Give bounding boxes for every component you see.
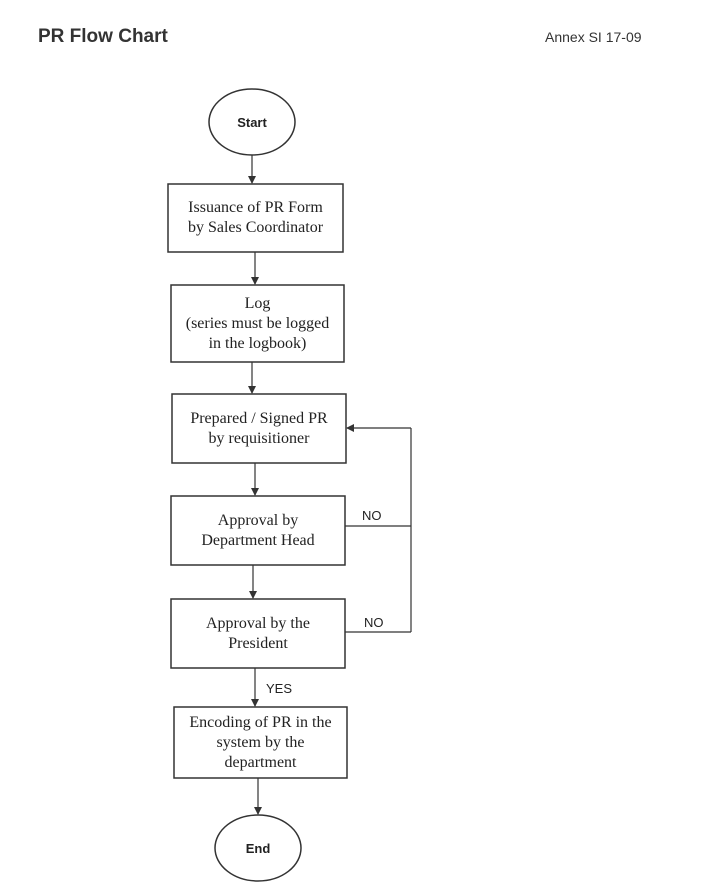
edge-label-president-no: NO (364, 615, 384, 630)
step-dept-head-box (170, 495, 346, 566)
end-node: End (215, 815, 301, 881)
step-prepared-label: Prepared / Signed PR by requisitioner (190, 409, 328, 447)
step-prepared: Prepared / Signed PR by requisitioner (172, 394, 346, 463)
step-issuance: Issuance of PR Form by Sales Coordinator (168, 184, 343, 252)
step-president-label: Approval by the President (206, 614, 310, 652)
page-title: PR Flow Chart (38, 26, 168, 47)
step-encoding-label: Encoding of PR in the system by the depa… (189, 713, 332, 771)
step-encoding: Encoding of PR in the system by the depa… (174, 707, 347, 778)
step-dept-head: Approval by Department Head (171, 496, 345, 565)
step-log: Log (series must be logged in the logboo… (171, 285, 344, 362)
edge-label-dept-head-no: NO (362, 508, 382, 523)
step-president: Approval by the President (171, 599, 345, 668)
annex-label: Annex SI 17-09 (545, 29, 642, 45)
step-president-box (170, 598, 346, 669)
edge-label-president-yes: YES (266, 681, 293, 696)
start-node: Start (209, 89, 295, 155)
step-dept-head-label: Approval by Department Head (201, 511, 315, 549)
end-label: End (245, 840, 271, 856)
start-label: Start (237, 114, 267, 130)
step-log-box (170, 284, 345, 363)
step-prepared-box (171, 393, 347, 464)
step-issuance-label: Issuance of PR Form by Sales Coordinator (187, 199, 324, 236)
step-log-label: Log (series must be logged in the logboo… (185, 294, 330, 352)
step-encoding-box (173, 706, 348, 779)
end-terminator (214, 814, 302, 882)
